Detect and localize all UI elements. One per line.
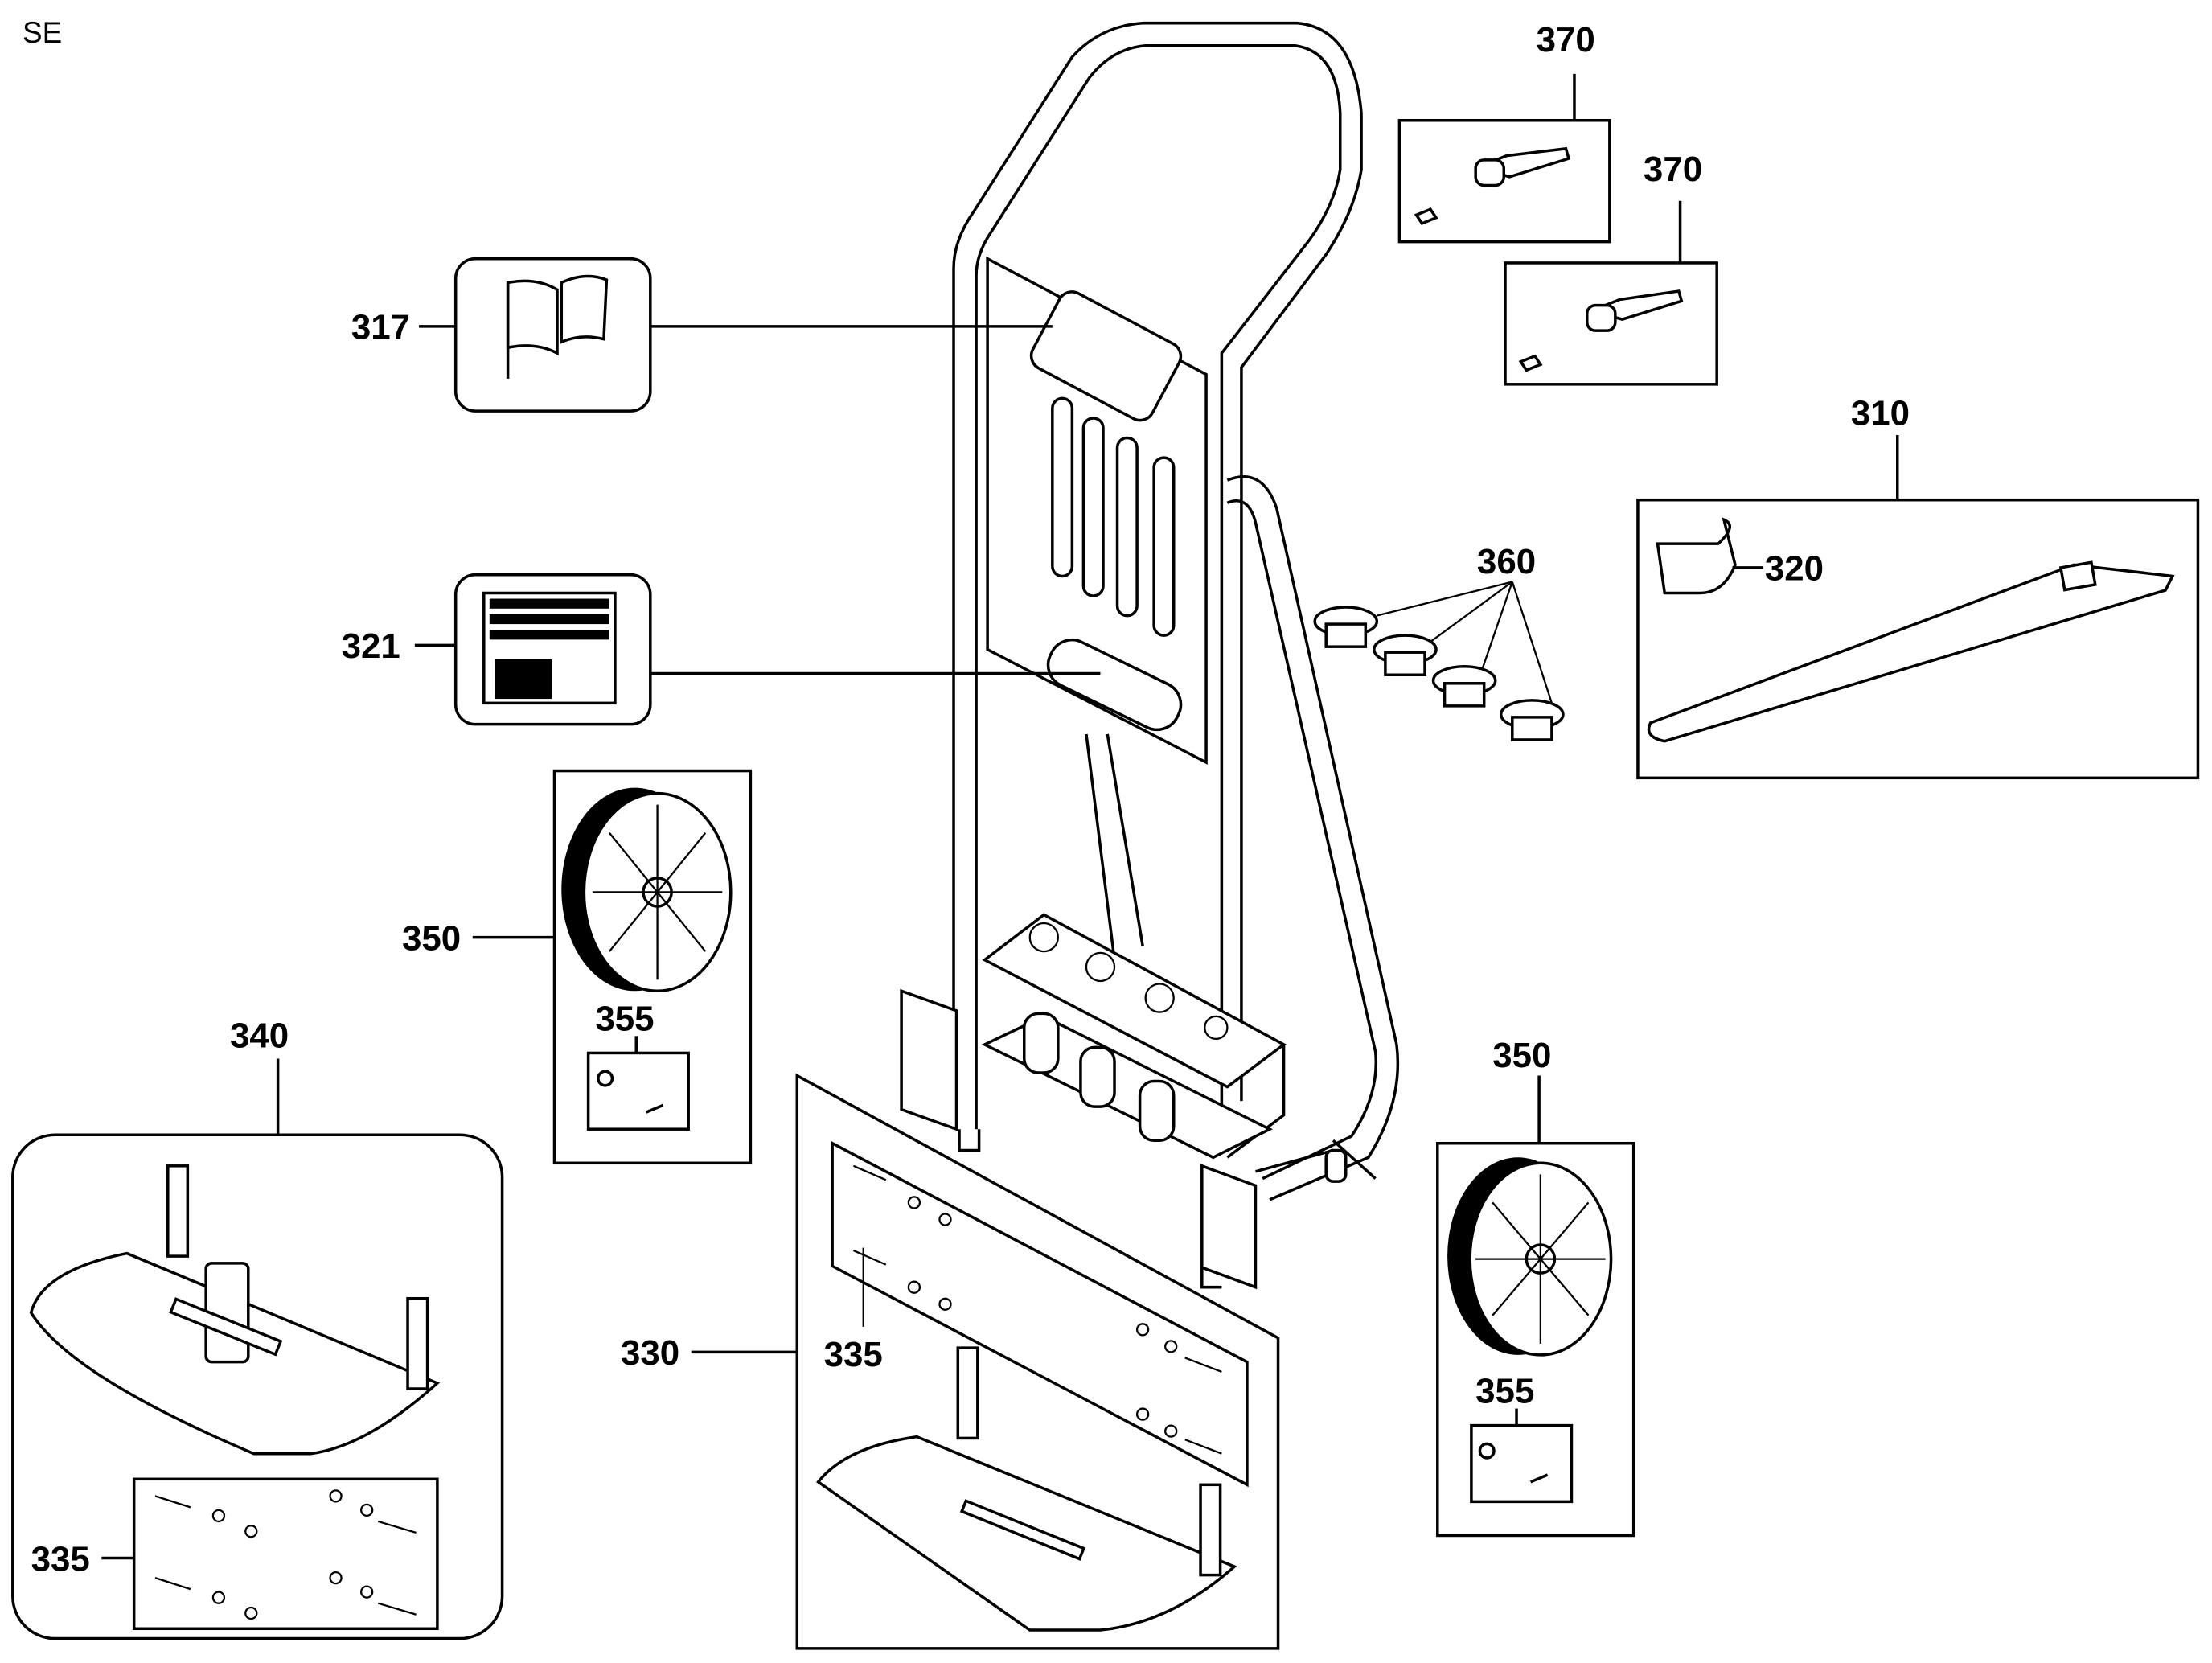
callout-335-center: 335 xyxy=(824,1335,883,1374)
part-310-strap: 310 320 xyxy=(1636,394,2200,780)
callout-340: 340 xyxy=(230,1016,289,1055)
callout-350-left: 350 xyxy=(402,918,461,958)
callout-321: 321 xyxy=(342,626,400,666)
hand-truck-frame: DEWALT xyxy=(900,21,1400,1290)
callout-320: 320 xyxy=(1765,549,1824,589)
part-350-wheel-right: 350 355 xyxy=(1436,1036,1635,1538)
callout-360: 360 xyxy=(1477,542,1536,581)
part-370-lower: 370 xyxy=(1504,150,1718,386)
part-360-bushings: 360 xyxy=(1313,542,1565,741)
callout-370-lower: 370 xyxy=(1644,150,1702,189)
part-340-toe-plate-kit: 340 335 xyxy=(11,1016,504,1640)
callout-355-left: 355 xyxy=(595,999,654,1038)
callout-317: 317 xyxy=(351,308,410,347)
part-321-label: 321 xyxy=(342,573,1101,726)
callout-330: 330 xyxy=(621,1333,679,1373)
part-330-toe-plate: 330 335 xyxy=(621,1073,1280,1650)
part-350-wheel-left: 350 355 xyxy=(402,769,753,1165)
callout-310: 310 xyxy=(1851,394,1910,433)
callout-350-right: 350 xyxy=(1492,1036,1551,1075)
callout-335-left: 335 xyxy=(31,1539,90,1579)
part-370-upper: 370 xyxy=(1397,20,1611,244)
part-317-label: 317 xyxy=(351,257,1053,413)
callout-355-right: 355 xyxy=(1475,1372,1534,1411)
callout-370-upper: 370 xyxy=(1537,20,1595,60)
view-code: SE xyxy=(23,16,62,49)
